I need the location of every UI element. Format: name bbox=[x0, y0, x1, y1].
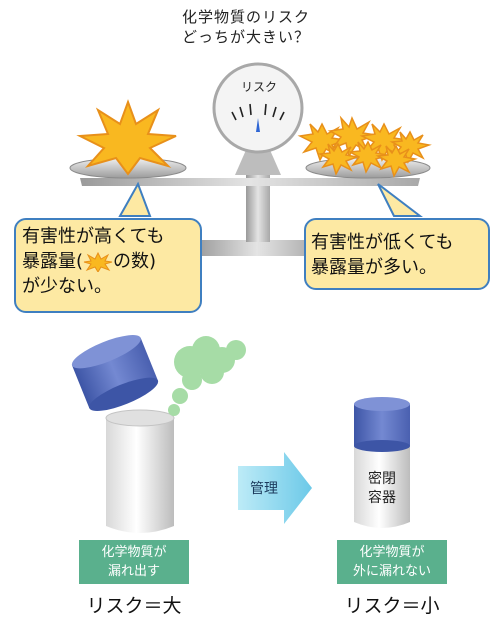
left-bubble-line1: 有害性が高くても bbox=[22, 226, 165, 247]
open-can-lid bbox=[71, 334, 159, 412]
management-arrow-icon bbox=[238, 452, 312, 524]
open-can-body bbox=[106, 418, 174, 533]
sealed-container-text: 密閉 容器 bbox=[368, 471, 396, 506]
diagram-title-line2: どっちが大きい？ bbox=[181, 28, 310, 46]
left-bubble-line2: 暴露量(の数) bbox=[22, 251, 157, 272]
gauge-ticks bbox=[231, 103, 285, 121]
scale-base bbox=[196, 240, 318, 256]
open-can-rim bbox=[105, 409, 175, 427]
sealed-caption-label: 化学物質が 外に漏れない bbox=[337, 540, 447, 584]
scale-beam bbox=[80, 178, 420, 186]
burst-icon bbox=[83, 252, 113, 272]
left-bubble-line3: が少ない。 bbox=[22, 276, 112, 297]
risk-gauge-label: リスク bbox=[240, 80, 277, 94]
open-can bbox=[71, 334, 246, 533]
gauge-needle bbox=[256, 118, 260, 132]
right-bubble-tail bbox=[377, 183, 423, 217]
leaking-gas-cloud bbox=[168, 336, 246, 416]
risk-gauge-dial bbox=[212, 62, 304, 154]
right-bubble-line1: 有害性が低くても bbox=[311, 232, 454, 253]
diagram-title-line1: 化学物質のリスク bbox=[181, 8, 310, 26]
sealed-container bbox=[354, 397, 410, 528]
scale-joint bbox=[235, 150, 281, 175]
right-speech-bubble: 有害性が低くても 暴露量が多い。 bbox=[304, 218, 490, 290]
leak-caption-label: 化学物質が 漏れ出す bbox=[79, 540, 189, 584]
risk-low-result: リスク＝小 bbox=[344, 595, 440, 617]
risk-high-result: リスク＝大 bbox=[86, 595, 182, 617]
small-bursts-group bbox=[297, 115, 432, 178]
large-burst-icon bbox=[76, 99, 177, 176]
management-label: 管理 bbox=[250, 481, 278, 497]
right-bubble-line2: 暴露量が多い。 bbox=[311, 257, 437, 278]
left-bubble-tail bbox=[118, 181, 152, 217]
left-speech-bubble: 有害性が高くても 暴露量(の数) が少ない。 bbox=[14, 218, 202, 313]
